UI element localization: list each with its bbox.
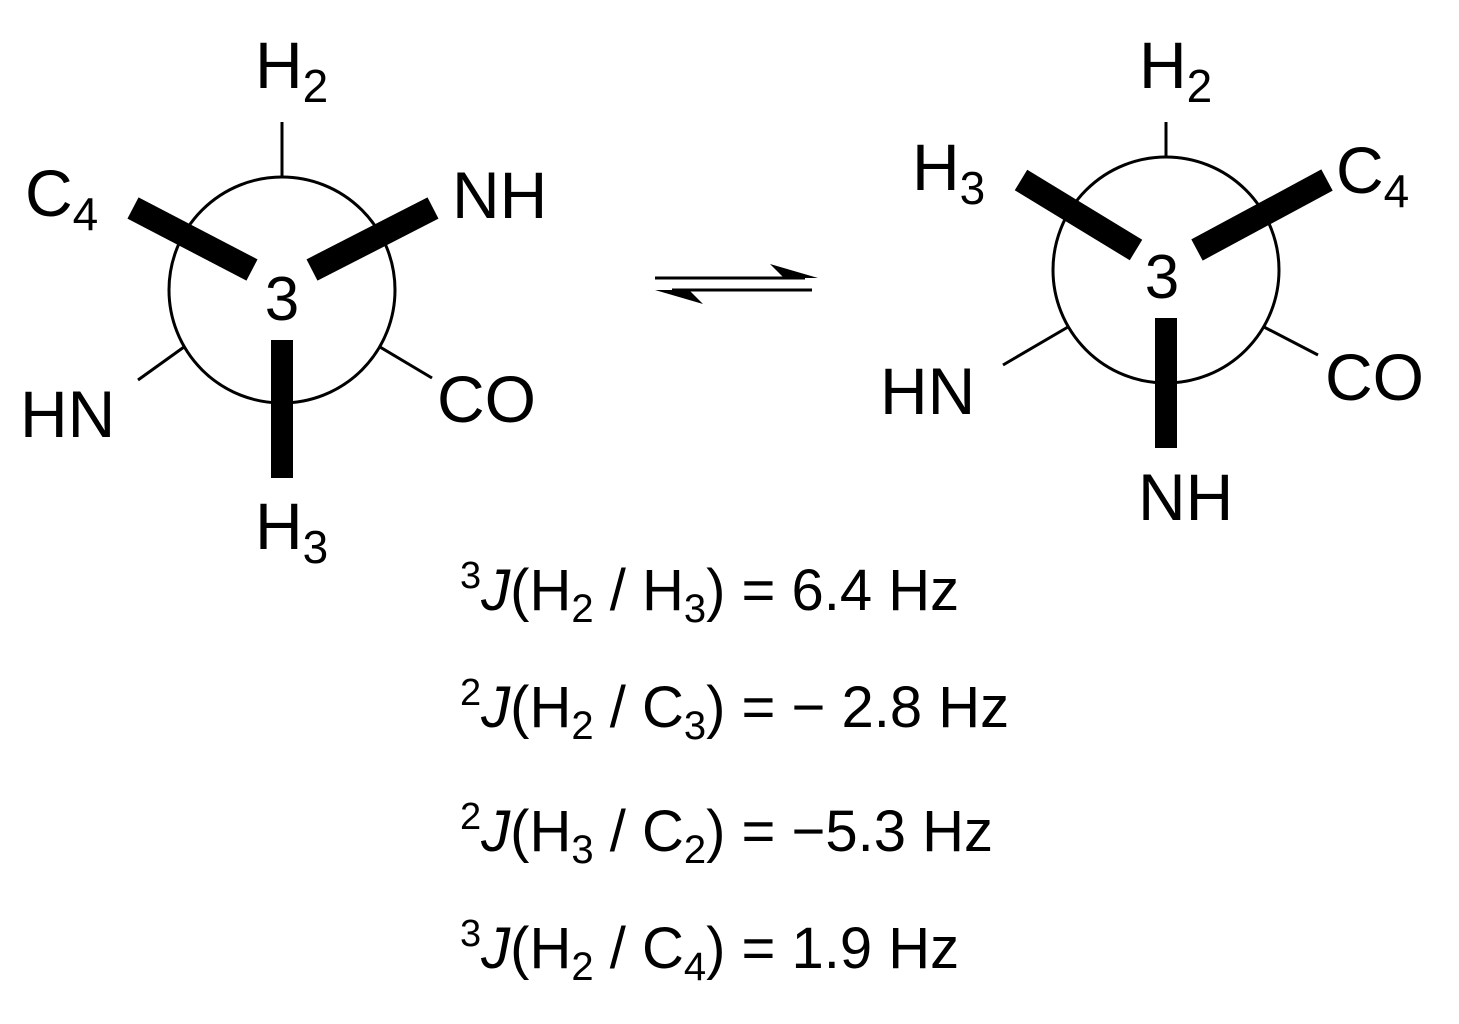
substituent-back-upper-left: C4 bbox=[25, 156, 98, 240]
substituent-back-upper-left: H3 bbox=[912, 130, 985, 214]
front-bond-lower-right bbox=[379, 345, 433, 380]
front-bond-lower-left bbox=[1002, 325, 1069, 367]
substituent-front-top: H2 bbox=[1139, 28, 1212, 112]
carbon-number-label: 3 bbox=[1145, 243, 1179, 312]
substituent-back-upper-right: C4 bbox=[1336, 133, 1409, 217]
substituent-front-lower-left: HN bbox=[880, 354, 975, 428]
equilibrium-arrow bbox=[655, 264, 818, 304]
front-bond-lower-right bbox=[1263, 325, 1319, 357]
front-bond-lower-left bbox=[137, 345, 185, 382]
coupling-constant-row: 3J(H2 / H3) = 6.4 Hz bbox=[460, 555, 959, 631]
substituent-front-lower-left: HN bbox=[20, 377, 115, 451]
back-bond-upper-right bbox=[1191, 169, 1333, 261]
substituent-front-top: H2 bbox=[255, 28, 328, 112]
newman-projection-left: 3 H2 C4 NH HN CO H3 bbox=[20, 28, 547, 573]
back-bond-upper-left bbox=[1014, 169, 1143, 261]
back-bond-upper-right bbox=[306, 197, 439, 281]
substituent-front-lower-right: CO bbox=[1325, 340, 1424, 414]
carbon-number-label: 3 bbox=[265, 265, 299, 334]
coupling-constant-row: 3J(H2 / C4) = 1.9 Hz bbox=[460, 913, 959, 989]
coupling-constant-row: 2J(H2 / C3) = − 2.8 Hz bbox=[460, 672, 1009, 748]
newman-projection-right: 3 H2 H3 C4 HN CO NH bbox=[880, 28, 1424, 534]
substituent-back-bottom: H3 bbox=[255, 489, 328, 573]
substituent-front-lower-right: CO bbox=[437, 362, 536, 436]
substituent-back-bottom: NH bbox=[1138, 460, 1233, 534]
coupling-constants-list: 3J(H2 / H3) = 6.4 Hz 2J(H2 / C3) = − 2.8… bbox=[460, 555, 1009, 989]
back-bond-upper-left bbox=[127, 197, 258, 281]
substituent-back-upper-right: NH bbox=[452, 158, 547, 232]
coupling-constant-row: 2J(H3 / C2) = −5.3 Hz bbox=[460, 796, 993, 872]
